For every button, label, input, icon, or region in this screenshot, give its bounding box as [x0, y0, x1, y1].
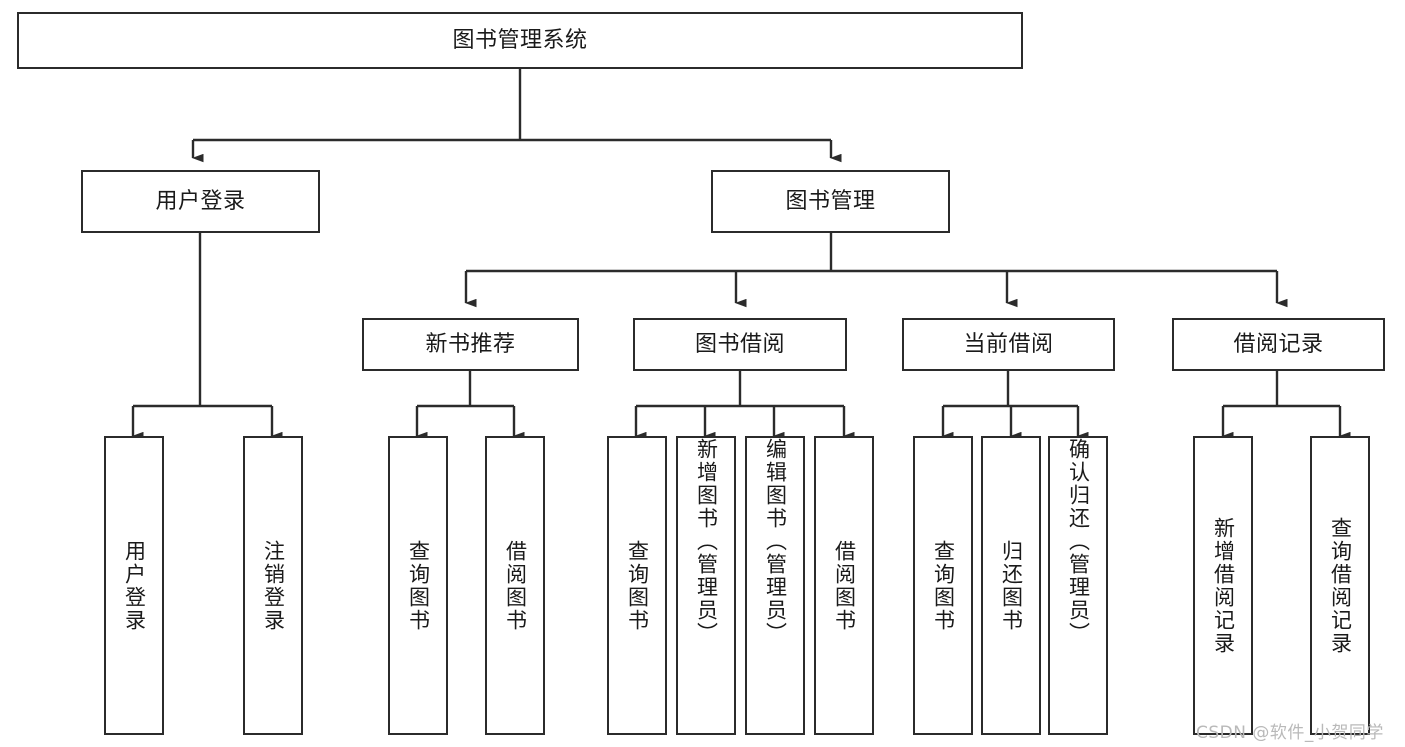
- node-label: 借阅记录: [1233, 331, 1324, 357]
- leaf-return-book[interactable]: 归还图书: [981, 436, 1041, 735]
- node-label: 图书管理: [785, 188, 876, 214]
- node-book-management[interactable]: 图书管理: [711, 170, 950, 233]
- node-label: 图书借阅: [694, 331, 785, 357]
- node-user-login[interactable]: 用户登录: [81, 170, 320, 233]
- leaf-recommend-query-book[interactable]: 查询图书: [388, 436, 448, 735]
- node-label: 归还图书: [999, 539, 1024, 632]
- leaf-confirm-return-admin[interactable]: 确认归还（管理员）: [1048, 436, 1108, 735]
- node-label: 图书管理系统: [452, 27, 588, 53]
- leaf-query-borrow-record[interactable]: 查询借阅记录: [1310, 436, 1370, 735]
- node-label: 注销登录: [261, 539, 286, 632]
- leaf-add-book-admin[interactable]: 新增图书（管理员）: [676, 436, 736, 735]
- leaf-logout[interactable]: 注销登录: [243, 436, 303, 735]
- edge-newbook-to-leaves: [415, 371, 525, 441]
- leaf-current-query-book[interactable]: 查询图书: [913, 436, 973, 735]
- node-label: 新书推荐: [425, 331, 516, 357]
- node-label: 新增借阅记录: [1211, 516, 1236, 655]
- node-label: 借阅图书: [832, 539, 857, 632]
- leaf-borrow-borrow-book[interactable]: 借阅图书: [814, 436, 874, 735]
- node-current-borrow[interactable]: 当前借阅: [902, 318, 1115, 371]
- node-label: 查询图书: [406, 539, 431, 632]
- node-new-book-recommend[interactable]: 新书推荐: [362, 318, 579, 371]
- node-label: 查询图书: [625, 539, 650, 632]
- node-borrow-record[interactable]: 借阅记录: [1172, 318, 1385, 371]
- node-label: 用户登录: [122, 539, 147, 632]
- node-root-system[interactable]: 图书管理系统: [17, 12, 1023, 69]
- watermark-text: CSDN @软件_小贺同学: [1196, 723, 1384, 743]
- node-label: 查询借阅记录: [1328, 516, 1353, 655]
- node-label: 确认归还（管理员）: [1066, 438, 1091, 645]
- node-label: 编辑图书（管理员）: [763, 438, 788, 645]
- node-label: 新增图书（管理员）: [694, 438, 719, 645]
- leaf-borrow-query-book[interactable]: 查询图书: [607, 436, 667, 735]
- edge-bookmgmt-to-level3: [464, 233, 1288, 308]
- edge-bookborrow-to-leaves: [634, 371, 855, 441]
- edge-root-to-level2: [191, 69, 842, 163]
- leaf-add-borrow-record[interactable]: 新增借阅记录: [1193, 436, 1253, 735]
- edge-userlogin-to-leaves: [131, 233, 283, 441]
- edge-borrowrecord-to-leaves: [1221, 371, 1351, 441]
- edge-currentborrow-to-leaves: [941, 371, 1089, 441]
- node-label: 用户登录: [155, 188, 246, 214]
- leaf-user-login[interactable]: 用户登录: [104, 436, 164, 735]
- leaf-edit-book-admin[interactable]: 编辑图书（管理员）: [745, 436, 805, 735]
- node-book-borrow[interactable]: 图书借阅: [633, 318, 847, 371]
- leaf-recommend-borrow-book[interactable]: 借阅图书: [485, 436, 545, 735]
- node-label: 查询图书: [931, 539, 956, 632]
- node-label: 借阅图书: [503, 539, 528, 632]
- node-label: 当前借阅: [963, 331, 1054, 357]
